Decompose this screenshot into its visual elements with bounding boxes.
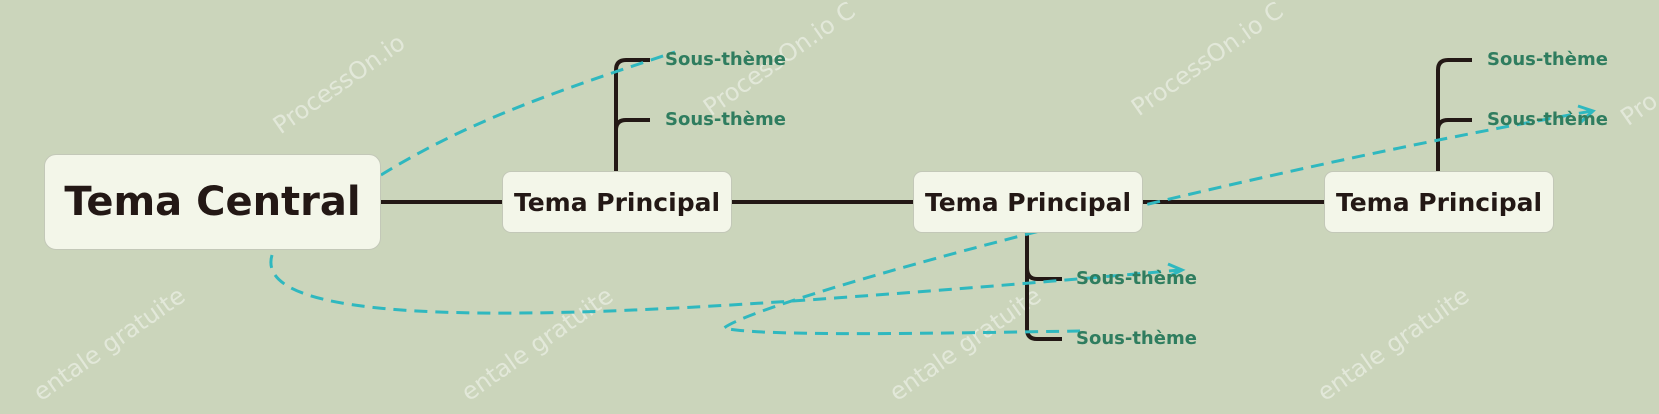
central-topic[interactable]: Tema Central bbox=[44, 154, 381, 250]
branch-connector bbox=[614, 58, 650, 171]
branch-connector bbox=[1025, 233, 1062, 341]
subtopic[interactable]: Sous-thème bbox=[1076, 328, 1197, 349]
subtopic[interactable]: Sous-thème bbox=[1076, 268, 1197, 289]
subtopic[interactable]: Sous-thème bbox=[665, 49, 786, 70]
relation-arrow bbox=[1577, 104, 1596, 124]
main-topic[interactable]: Tema Principal bbox=[502, 171, 732, 233]
subtopic[interactable]: Sous-thème bbox=[665, 109, 786, 130]
relation-line bbox=[269, 254, 1181, 315]
relation-line bbox=[380, 50, 676, 177]
main-topic[interactable]: Tema Principal bbox=[1324, 171, 1554, 233]
branch-connector bbox=[1436, 118, 1472, 131]
subtopic[interactable]: Sous-thème bbox=[1487, 49, 1608, 70]
branch-connector bbox=[1025, 267, 1062, 281]
subtopic[interactable]: Sous-thème bbox=[1487, 109, 1608, 130]
relation-line bbox=[720, 109, 1593, 336]
relation-arrow bbox=[1167, 262, 1186, 279]
branch-connector bbox=[614, 118, 650, 131]
main-topic[interactable]: Tema Principal bbox=[913, 171, 1143, 233]
branch-connector bbox=[1436, 58, 1472, 171]
